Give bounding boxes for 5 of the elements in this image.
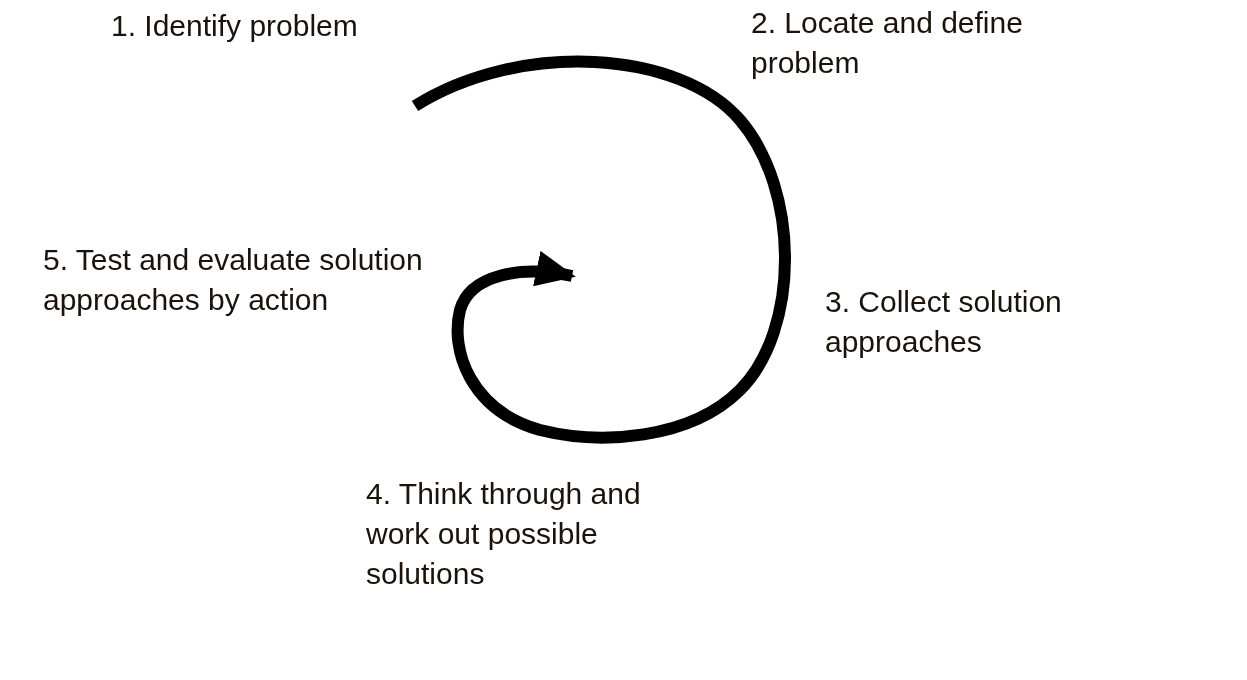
step-label: 1. Identify problem xyxy=(111,8,359,44)
step-label: 4. Think through and work out possible solutions xyxy=(366,476,642,592)
step-label: 3. Collect solution approaches xyxy=(825,284,1063,360)
step-label: 5. Test and evaluate solution approaches by action xyxy=(43,242,424,318)
step-label: 2. Locate and define problem xyxy=(751,5,1024,81)
